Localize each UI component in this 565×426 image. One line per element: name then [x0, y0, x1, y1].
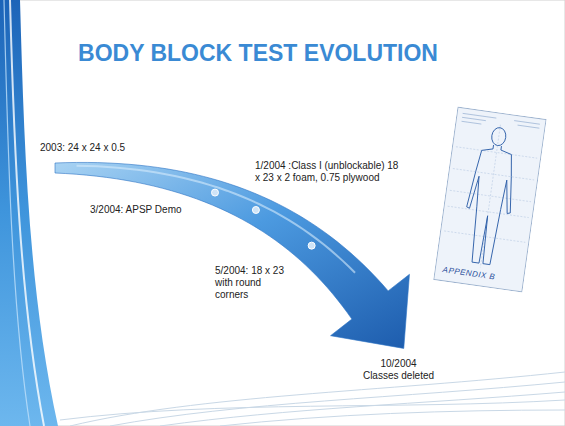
timeline-dot — [211, 189, 218, 196]
timeline-label: 3/2004: APSP Demo — [90, 204, 182, 216]
bottom-waves — [60, 372, 565, 426]
timeline-label: 10/2004 Classes deleted — [362, 358, 435, 382]
timeline-dot — [252, 206, 259, 213]
human-figure — [459, 125, 522, 267]
timeline-arrow — [55, 162, 409, 348]
curved-arrow — [55, 162, 409, 348]
sheet — [434, 107, 546, 292]
measure-lines — [440, 119, 541, 273]
side-band — [0, 0, 58, 426]
slide-title: BODY BLOCK TEST EVOLUTION — [0, 40, 516, 67]
timeline-label: 2003: 24 x 24 x 0.5 — [40, 142, 125, 154]
timeline-label: 5/2004: 18 x 23 with round corners — [215, 265, 290, 301]
text-lines — [462, 113, 540, 132]
timeline-dot — [308, 242, 315, 249]
band-swoosh — [4, 0, 30, 426]
timeline-label: 1/2004 :Class I (unblockable) 18 x 23 x … — [255, 160, 400, 184]
band-swoosh — [10, 0, 44, 426]
